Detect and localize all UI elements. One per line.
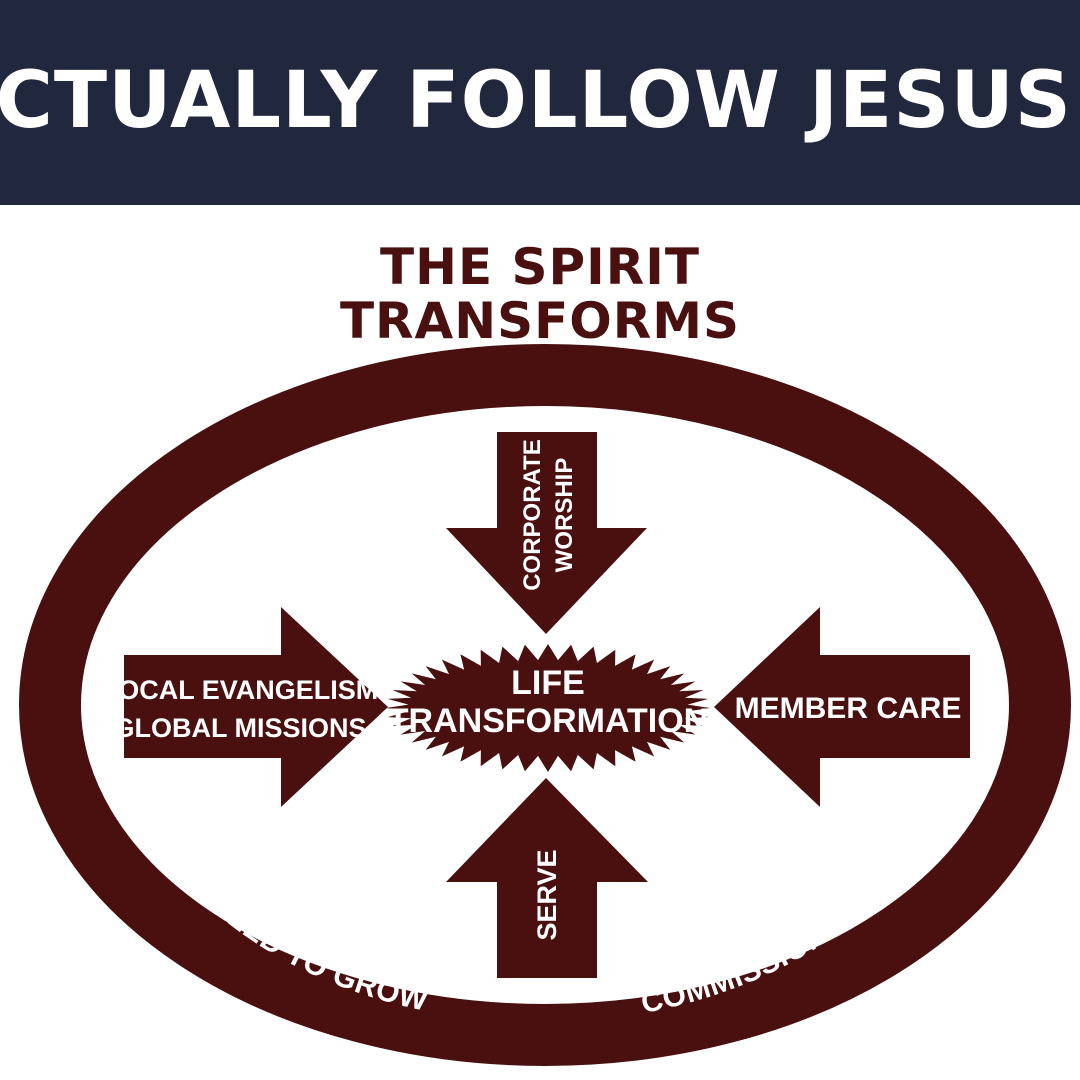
- arrow-top-shape: [446, 432, 647, 634]
- diagram-title: THE SPIRIT TRANSFORMS: [0, 240, 1080, 348]
- arrow-bottom-shape: [446, 778, 648, 978]
- center-starburst: [386, 644, 710, 772]
- header-banner: OPLE ACTUALLY FOLLOW JESUS: [0, 0, 1080, 205]
- arrow-bottom-label: SERVE: [532, 849, 562, 940]
- arrow-top-label: CORPORATE WORSHIP: [519, 439, 578, 591]
- svg-text:GLOBAL MISSIONS: GLOBAL MISSIONS: [113, 713, 366, 743]
- arrow-left-label: LOCAL EVANGELISM GLOBAL MISSIONS: [102, 675, 379, 743]
- center-label: LIFE TRANSFORMATION: [388, 664, 708, 740]
- svg-text:SERVE: SERVE: [532, 849, 562, 940]
- svg-text:TRANSFORMATION: TRANSFORMATION: [388, 702, 708, 740]
- diagram-title-line1: THE SPIRIT: [380, 238, 700, 296]
- arrow-right-shape: [714, 607, 970, 807]
- diagram-title-line2: TRANSFORMS: [339, 292, 741, 350]
- banner-title: OPLE ACTUALLY FOLLOW JESUS: [0, 56, 1072, 146]
- svg-text:CORPORATE: CORPORATE: [519, 439, 546, 591]
- arrow-left-shape: [124, 607, 388, 807]
- svg-text:WORSHIP: WORSHIP: [551, 458, 578, 573]
- svg-text:LOCAL EVANGELISM: LOCAL EVANGELISM: [102, 675, 379, 705]
- arrow-right-label: MEMBER CARE: [735, 692, 962, 725]
- svg-text:LIFE: LIFE: [511, 664, 585, 702]
- outer-ring: [19, 344, 1071, 1066]
